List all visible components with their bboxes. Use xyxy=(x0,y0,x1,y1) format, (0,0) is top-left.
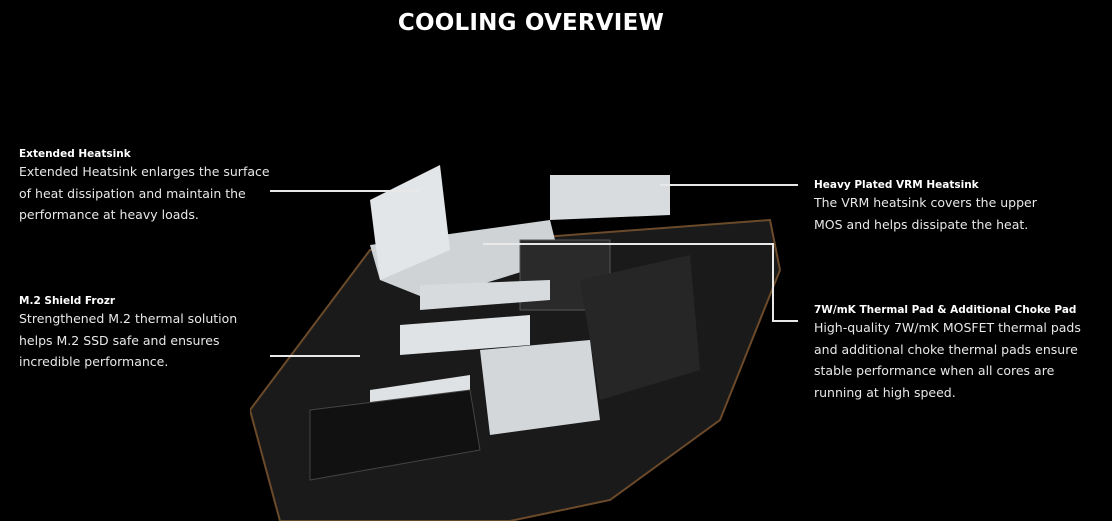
leader-line-m2-shield xyxy=(270,355,360,357)
feature-body: High-quality 7W/mK MOSFET thermal pads a… xyxy=(814,320,1081,400)
leader-line-thermal-pad xyxy=(772,320,798,322)
leader-line-extended-heatsink xyxy=(270,190,420,192)
feature-heading: Extended Heatsink xyxy=(19,148,131,160)
feature-thermal-pad: 7W/mK Thermal Pad & Additional Choke Pad… xyxy=(814,303,1084,403)
feature-heading: 7W/mK Thermal Pad & Additional Choke Pad xyxy=(814,304,1077,316)
feature-m2-shield-frozr: M.2 Shield Frozr Strengthened M.2 therma… xyxy=(19,294,254,373)
feature-body: The VRM heatsink covers the upper MOS an… xyxy=(814,195,1037,232)
section-title: COOLING OVERVIEW xyxy=(397,10,665,36)
feature-heading: M.2 Shield Frozr xyxy=(19,295,116,307)
leader-line-thermal-pad xyxy=(483,243,773,245)
feature-vrm-heatsink: Heavy Plated VRM Heatsink The VRM heatsi… xyxy=(814,178,1059,235)
feature-body: Extended Heatsink enlarges the surface o… xyxy=(19,164,270,222)
leader-line-thermal-pad xyxy=(772,243,774,321)
leader-line-vrm-heatsink xyxy=(660,184,798,186)
motherboard-image xyxy=(250,165,782,521)
feature-extended-heatsink: Extended Heatsink Extended Heatsink enla… xyxy=(19,147,279,226)
feature-heading: Heavy Plated VRM Heatsink xyxy=(814,179,979,191)
feature-body: Strengthened M.2 thermal solution helps … xyxy=(19,311,238,369)
